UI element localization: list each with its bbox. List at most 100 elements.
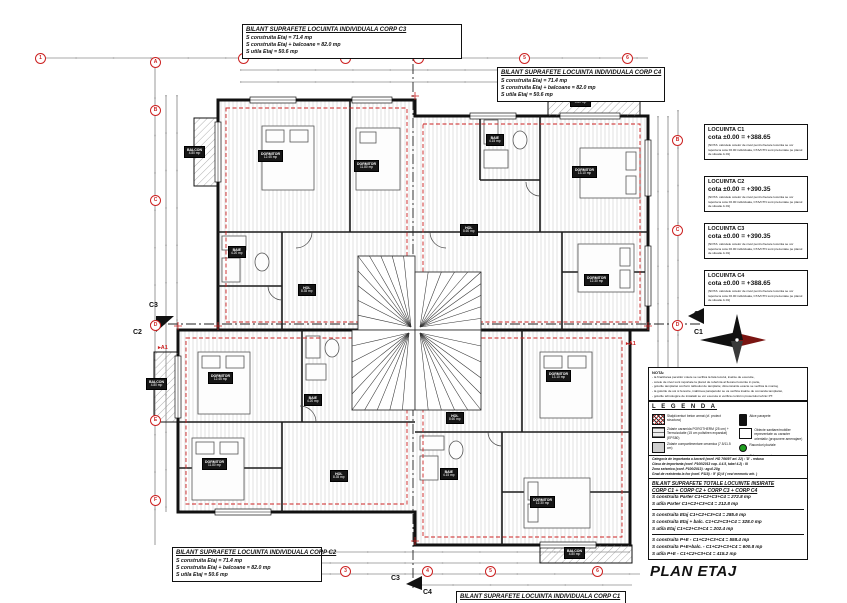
room-label: DORMITOR 11.80 mp <box>354 160 379 173</box>
axis-marker-label: B <box>153 107 158 113</box>
room-label: DORMITOR 13.10 mp <box>546 370 571 383</box>
bilant-line: S utila Etaj = 50.6 mp <box>176 572 228 579</box>
room-area: 12.30 mp <box>589 279 604 284</box>
room-label: DORMITOR 11.80 mp <box>202 458 227 471</box>
axis-marker: 6 <box>592 566 603 577</box>
room-name: HOL <box>451 414 459 418</box>
importance-box: Categoria de importanta a lucrarii (conf… <box>648 455 808 479</box>
axis-marker: 4 <box>422 566 433 577</box>
totals-line: S utila Etaj C1+C2+C3+C4 = 202.4 mp <box>652 525 734 531</box>
bilant-corp-c4-box: BILANT SUPRAFETE LOCUINTA INDIVIDUALA CO… <box>497 67 665 103</box>
axis-marker: A <box>150 57 161 68</box>
bilant-corp-c3-title: BILANT SUPRAFETE LOCUINTA INDIVIDUALA CO… <box>246 27 407 33</box>
axis-marker: C <box>672 225 683 236</box>
legend-item-label: Racorduri pluviale <box>749 442 776 447</box>
totals-line: S construita Etaj + balc. C1+C2+C3+C4 = … <box>652 518 762 524</box>
axis-marker-label: 6 <box>596 568 599 574</box>
legend-item: Zidarie compartimentare ceramica (7.5/11… <box>652 441 734 453</box>
room-area: 13.10 mp <box>577 171 592 176</box>
legend-item: Racorduri pluviale <box>739 443 804 452</box>
bilant-line: S construita Etaj = 71.4 mp <box>501 77 568 84</box>
room-name: BAIE <box>308 396 317 400</box>
room-area: 8.60 mp <box>449 417 461 422</box>
axis-marker: D <box>150 320 161 331</box>
room-area: 8.60 mp <box>463 229 475 234</box>
importance-line: Clasa de importanta (conf. P100/2013 cap… <box>652 461 748 466</box>
section-label: C1 <box>694 329 703 336</box>
room-label: HOL 8.60 mp <box>460 224 478 237</box>
locuinta-note: (NOTA: calculele cotelor de nivel pentru… <box>708 142 803 157</box>
importance-line: Grad de rezistenta la foc (conf. P118) :… <box>652 471 758 476</box>
room-label: BAIE 4.20 mp <box>304 394 322 407</box>
axis-marker-label: 5 <box>523 55 526 61</box>
bilant-line: S construita Etaj + balcoane = 82.0 mp <box>501 84 596 91</box>
nota-box: NOTA: - la finalizarea peretilor cotele … <box>648 367 808 402</box>
sheet-title: PLAN ETAJ <box>650 563 737 580</box>
room-area: 12.45 mp <box>263 155 278 160</box>
locuinta-name: LOCUINTA C4 <box>708 273 745 279</box>
locuinta-box: LOCUINTA C1 cota ±0.00 = +388.65 (NOTA: … <box>704 124 808 160</box>
bilant-line: S construita Etaj + balcoane = 82.0 mp <box>246 41 341 48</box>
room-name: DORMITOR <box>533 498 552 502</box>
room-name: HOL <box>335 472 343 476</box>
totals-title-2: CORP C1 + CORP C2 + CORP C3 + CORP C4 <box>652 487 758 494</box>
totals-line: S construita P+E - C1+C2+C3+C4 = 558.4 m… <box>652 537 750 543</box>
totals-title-1: BILANT SUPRAFETE TOTALE LOCUINTE INSIRAT… <box>652 481 775 487</box>
axis-marker: 1 <box>35 53 46 64</box>
room-label: HOL 8.35 mp <box>298 284 316 297</box>
room-name: DORMITOR <box>261 152 280 156</box>
axis-marker-label: D <box>153 322 158 328</box>
axis-marker-label: D <box>675 322 680 328</box>
room-area: 11.80 mp <box>359 165 374 170</box>
axis-marker: 5 <box>519 53 530 64</box>
axis-marker: B <box>672 135 683 146</box>
nota-line: - cotele de nivel sunt raportate la plan… <box>652 379 761 384</box>
legend-item-label: Stalpi/centuri beton armat (cf. proiect … <box>667 414 721 423</box>
section-label: C2 <box>133 329 142 336</box>
room-name: BAIE <box>232 248 241 252</box>
legend-swatch-icon <box>739 414 748 426</box>
bilant-line: S construita Etaj = 71.4 mp <box>176 557 243 564</box>
legend-item: Stalpi/centuri beton armat (cf. proiect … <box>652 414 734 425</box>
room-label: BALCON 4.80 mp <box>146 378 167 391</box>
room-name: BALCON <box>149 380 164 384</box>
bilant-line: S utila Etaj = 50.6 mp <box>501 92 553 99</box>
bilant-line: S construita Etaj = 71.4 mp <box>246 34 313 41</box>
beds <box>191 125 641 529</box>
insulation-dashed-lines <box>185 107 641 538</box>
room-name: BALCON <box>187 148 202 152</box>
room-label: DORMITOR 12.45 mp <box>208 372 233 385</box>
room-name: HOL <box>303 286 311 290</box>
locuinta-cota: cota ±0.00 = +388.65 <box>708 134 771 142</box>
locuinta-name: LOCUINTA C3 <box>708 226 745 232</box>
nota-line: - la golurile de usi si ferestre, inalti… <box>652 389 783 394</box>
bilant-corp-c3-box: BILANT SUPRAFETE LOCUINTA INDIVIDUALA CO… <box>242 24 462 60</box>
section-label: C3 <box>391 575 400 582</box>
axis-marker: E <box>150 415 161 426</box>
locuinta-note: (NOTA: calculele cotelor de nivel pentru… <box>708 288 803 303</box>
axis-marker-label: 6 <box>626 55 629 61</box>
legend-item: Atice parapete <box>739 414 804 426</box>
room-label: DORMITOR 12.30 mp <box>530 496 555 509</box>
section-label: C4 <box>694 311 703 318</box>
a1-section-marker: A1 <box>626 341 636 348</box>
nota-line: - golurile tehnologice de instalatii se … <box>652 393 774 398</box>
section-label: C3 <box>149 302 158 309</box>
totals-box: BILANT SUPRAFETE TOTALE LOCUINTE INSIRAT… <box>648 478 808 561</box>
room-name: DORMITOR <box>205 460 224 464</box>
totals-line: S utila Parter C1+C2+C3+C4 = 212.8 mp <box>652 500 739 506</box>
room-name: BAIE <box>444 470 453 474</box>
legend-title: L E G E N D A <box>652 404 718 410</box>
totals-line: S utila P+E - C1+C2+C3+C4 = 415.2 mp <box>652 550 737 556</box>
legend-item: Obiecte sanitare/mobilier reprezentate c… <box>739 428 804 441</box>
legend-swatch-icon <box>739 443 748 452</box>
axis-marker-label: A <box>153 59 158 65</box>
locuinta-cota: cota ±0.00 = +390.35 <box>708 233 771 241</box>
legend-swatch-icon <box>652 427 665 438</box>
axis-marker-label: 4 <box>426 568 429 574</box>
room-area: 4.80 mp <box>568 552 581 557</box>
bilant-corp-c1-box: BILANT SUPRAFETE LOCUINTA INDIVIDUALA CO… <box>456 591 626 603</box>
room-label: BAIE 4.15 mp <box>440 468 458 481</box>
room-label: DORMITOR 12.30 mp <box>584 274 609 287</box>
